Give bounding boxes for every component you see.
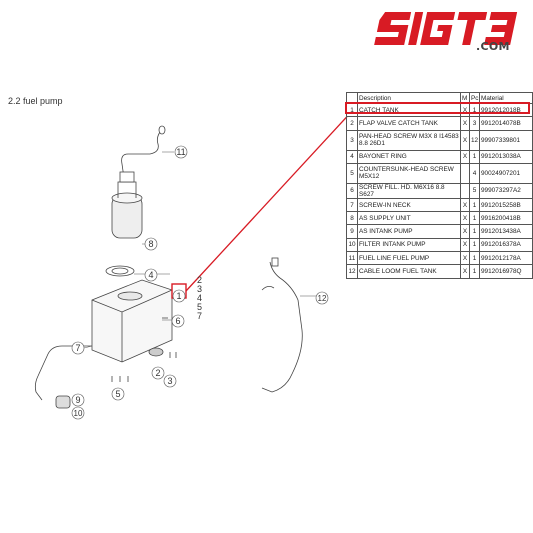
table-header-row: Description M Pc Material <box>346 92 533 104</box>
cell-pc: 4 <box>469 162 480 184</box>
cell-num: 4 <box>346 149 358 164</box>
cell-pc: 1 <box>469 197 480 213</box>
cell-material: 9912016378A <box>479 237 533 253</box>
row-1-highlight <box>345 102 530 114</box>
cell-num: 11 <box>346 251 358 266</box>
cell-pc: 5 <box>469 182 480 199</box>
cell-description: CABLE LOOM FUEL TANK <box>357 264 461 279</box>
cell-material: 9912016978Q <box>479 264 533 279</box>
cell-material: 9912015258B <box>479 197 533 213</box>
cell-material: 9916200418B <box>479 211 533 226</box>
cell-num: 5 <box>346 162 358 184</box>
cell-description: PAN-HEAD SCREW M3X 8 I14583 8.8 26D1 <box>357 129 461 151</box>
cell-m: X <box>460 211 470 226</box>
cell-pc: 1 <box>469 149 480 164</box>
cell-m: X <box>460 149 470 164</box>
cell-description: FILTER INTANK PUMP <box>357 237 461 253</box>
cell-material: 9912013438A <box>479 224 533 239</box>
cell-pc: 1 <box>469 237 480 253</box>
cell-description: FUEL LINE FUEL PUMP <box>357 251 461 266</box>
cell-material: 90024907201 <box>479 162 533 184</box>
cell-description: AS SUPPLY UNIT <box>357 211 461 226</box>
fuel-line-drawing <box>121 131 161 179</box>
cell-m: X <box>460 197 470 213</box>
cell-m <box>460 162 470 184</box>
cell-m: X <box>460 264 470 279</box>
cell-pc: 3 <box>469 116 480 131</box>
cell-description: SCREW FILL. HD. M6X16 8.8 S627 <box>357 182 461 199</box>
cable-loom-drawing <box>261 261 303 393</box>
cell-pc: 1 <box>469 211 480 226</box>
cell-num: 7 <box>346 197 358 213</box>
brand-domain: .COM <box>476 40 510 53</box>
cell-m: X <box>460 251 470 266</box>
bayonet-ring-drawing <box>105 265 135 277</box>
cell-m: X <box>460 129 470 151</box>
fuel-pump-diagram <box>34 125 316 409</box>
cell-pc: 1 <box>469 251 480 266</box>
cell-pc: 1 <box>469 264 480 279</box>
cell-num: 2 <box>346 116 358 131</box>
cell-m: X <box>460 116 470 131</box>
cell-material: 99907339801 <box>479 129 533 151</box>
cell-material: 999073297A2 <box>479 182 533 199</box>
cell-description: SCREW-IN NECK <box>357 197 461 213</box>
catch-tank-drawing <box>91 279 173 363</box>
cell-num: 3 <box>346 129 358 151</box>
cell-num: 6 <box>346 182 358 199</box>
cell-m: X <box>460 237 470 253</box>
cell-description: BAYONET RING <box>357 149 461 164</box>
cell-pc: 1 <box>469 224 480 239</box>
cell-description: FLAP VALVE CATCH TANK <box>357 116 461 131</box>
cell-description: COUNTERSUNK-HEAD SCREW M5X12 <box>357 162 461 184</box>
cell-m <box>460 182 470 199</box>
cell-m: X <box>460 224 470 239</box>
cell-num: 10 <box>346 237 358 253</box>
cell-material: 9912014078B <box>479 116 533 131</box>
brand-logo <box>374 12 518 45</box>
cell-num: 9 <box>346 224 358 239</box>
cell-material: 9912012178A <box>479 251 533 266</box>
cell-num: 12 <box>346 264 358 279</box>
cell-description: AS INTANK PUMP <box>357 224 461 239</box>
section-title: 2.2 fuel pump <box>8 96 63 106</box>
cell-pc: 12 <box>469 129 480 151</box>
cell-num: 8 <box>346 211 358 226</box>
cell-material: 9912013038A <box>479 149 533 164</box>
